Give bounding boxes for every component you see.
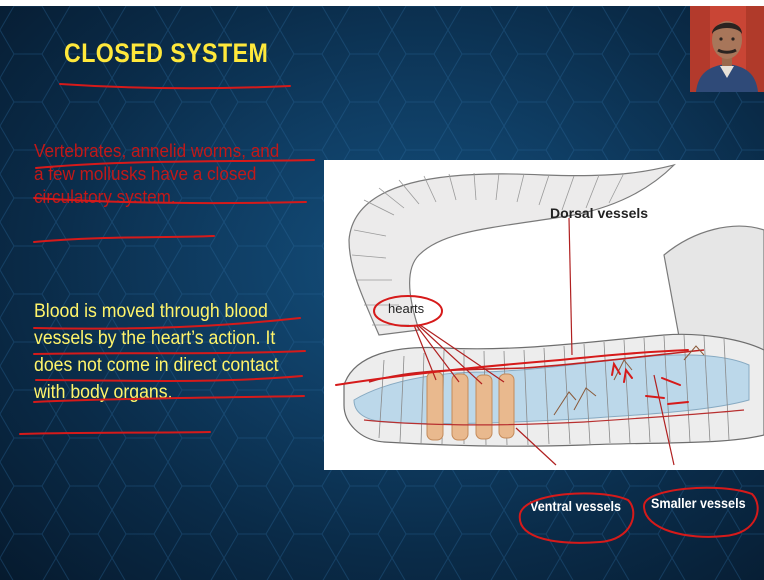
presenter-icon <box>690 6 764 92</box>
presenter-webcam <box>690 6 764 92</box>
definition-line-3: circulatory system. <box>34 186 319 209</box>
description-line-2: vessels by the heart’s action. It <box>34 325 313 352</box>
dorsal-vessels-label: Dorsal vessels <box>550 205 648 221</box>
definition-line-2: a few mollusks have a closed <box>34 163 319 186</box>
ventral-vessels-label: Ventral vessels <box>530 498 621 514</box>
description-line-3: does not come in direct contact <box>34 352 313 379</box>
blood-flow-description: Blood is moved through blood vessels by … <box>34 298 313 406</box>
definition-line-1: Vertebrates, annelid worms, and <box>34 140 319 163</box>
smaller-vessels-label: Smaller vessels <box>651 495 746 511</box>
description-line-4: with body organs. <box>34 379 313 406</box>
slide-title: CLOSED SYSTEM <box>64 38 268 69</box>
earthworm-diagram: Dorsal vessels hearts <box>324 160 764 470</box>
hearts-label: hearts <box>388 301 424 316</box>
description-line-1: Blood is moved through blood <box>34 298 313 325</box>
closed-system-definition: Vertebrates, annelid worms, and a few mo… <box>34 140 319 209</box>
